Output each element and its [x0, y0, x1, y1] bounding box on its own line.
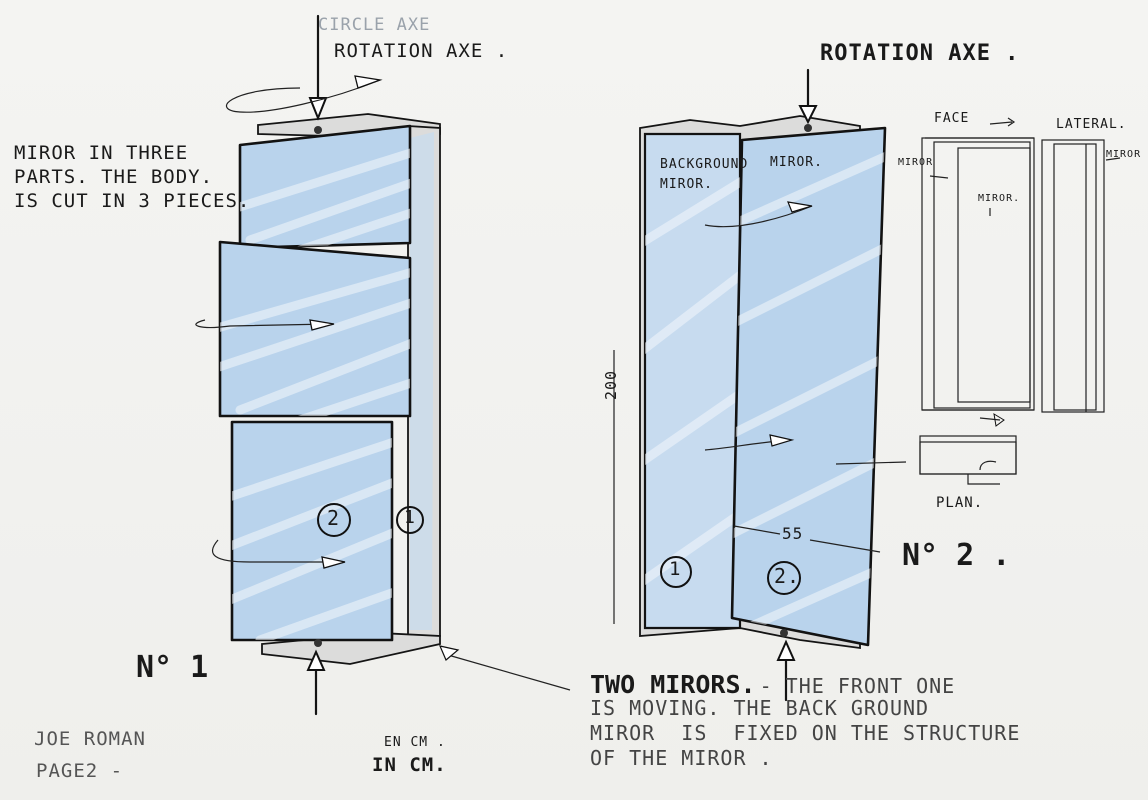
miror-note-line-1: MIROR IN THREE	[14, 142, 189, 164]
right-top-arrowhead	[798, 105, 818, 125]
label-plan: PLAN.	[936, 495, 984, 511]
plan-view	[919, 435, 1017, 485]
miror-note-line-2: PARTS. THE BODY.	[14, 165, 214, 188]
two-miror-drawing	[613, 68, 907, 702]
bottom-axe-arrowhead	[306, 649, 326, 671]
unit-in-cm: IN CM.	[372, 754, 447, 776]
background-miror-line-2: MIROR.	[660, 176, 713, 192]
right-circle-number-1	[660, 556, 692, 588]
circle-number-2	[317, 503, 351, 537]
two-mirors-note-line-2: IS MOVING. THE BACK GROUND	[590, 696, 930, 721]
front-rotation-mid-head	[769, 434, 795, 447]
dimension-55-line-left	[733, 525, 781, 535]
front-rotation-top	[704, 205, 813, 228]
number-2-left: 2	[327, 506, 341, 530]
rotation-arrowhead-middle	[309, 319, 335, 331]
rotating-miror-drawing	[195, 14, 571, 716]
reflection-streaks-middle	[220, 265, 410, 416]
number-1-left: 1	[404, 507, 416, 528]
label-miror-front: MIROR.	[770, 155, 823, 170]
label-face: FACE	[934, 111, 970, 126]
circle-number-1	[396, 506, 424, 534]
dimension-55-line-right	[809, 539, 881, 553]
two-mirors-heading: TWO MIRORS.	[590, 670, 756, 699]
front-rotation-top-head	[787, 201, 813, 213]
label-background-miror: BACKGROUND MIROR.	[660, 158, 748, 191]
circle-axe-arrowhead	[354, 75, 383, 89]
rotation-indicator-bottom	[212, 539, 345, 563]
miror-note: MIROR IN THREE PARTS. THE BODY. IS CUT I…	[14, 142, 251, 212]
two-mirors-note-line-3: MIROR IS FIXED ON THE STRUCTURE	[590, 721, 1021, 746]
two-mirors-note-line-4: OF THE MIROR .	[590, 746, 773, 771]
two-mirors-note: TWO MIRORS. - THE FRONT ONE IS MOVING. T…	[590, 670, 1021, 771]
title-n1: N° 1	[136, 650, 209, 685]
label-rotation-axe-right: ROTATION AXE .	[820, 41, 1020, 66]
right-bottom-arrowhead	[776, 639, 796, 661]
back-body-glass	[410, 132, 434, 630]
two-mirors-heading-rest: - THE FRONT ONE	[759, 674, 956, 698]
reflection-streaks-bottom	[232, 435, 392, 640]
leader-line	[447, 654, 571, 691]
miror-piece-top	[238, 124, 412, 250]
label-lateral: LATERAL.	[1056, 117, 1127, 132]
side-tick	[835, 461, 907, 465]
leader-arrowhead	[438, 645, 460, 661]
reflection-streaks	[240, 145, 410, 248]
top-pivot	[314, 126, 322, 134]
dimension-55: 55	[782, 524, 804, 543]
lateral-view	[1041, 139, 1121, 413]
bottom-pivot	[314, 639, 322, 647]
label-rotation-axe-left: ROTATION AXE .	[334, 40, 509, 62]
top-axe-arrowhead	[308, 97, 328, 121]
face-view	[921, 117, 1035, 427]
rotation-arrowhead-bottom	[321, 556, 346, 569]
right-circle-number-2	[767, 561, 801, 595]
number-2-right: 2.	[774, 564, 801, 588]
right-top-pivot	[804, 124, 812, 132]
label-miror-small-left: MIROR	[898, 157, 934, 168]
author-name: JOE ROMAN	[34, 728, 146, 750]
rotation-indicator-middle	[195, 319, 331, 329]
unit-en-cm: EN CM .	[384, 735, 446, 750]
miror-note-line-3: IS CUT IN 3 PIECES.	[14, 189, 251, 212]
title-n2: N° 2 .	[902, 538, 1011, 573]
circle-axe-loop	[226, 79, 381, 113]
label-circle-axe: CIRCLE AXE	[318, 15, 431, 35]
label-miror-small-right: MIROR	[1106, 149, 1142, 160]
page-number: PAGE2 -	[36, 760, 124, 782]
dimension-200: 200	[602, 369, 620, 400]
two-mirors-note-line-1: TWO MIRORS. - THE FRONT ONE	[590, 670, 1020, 699]
background-miror-line-1: BACKGROUND	[660, 157, 749, 172]
right-bottom-pivot	[780, 629, 788, 637]
label-miror-small-center: MIROR.	[978, 193, 1021, 204]
number-1-right: 1	[669, 558, 682, 580]
